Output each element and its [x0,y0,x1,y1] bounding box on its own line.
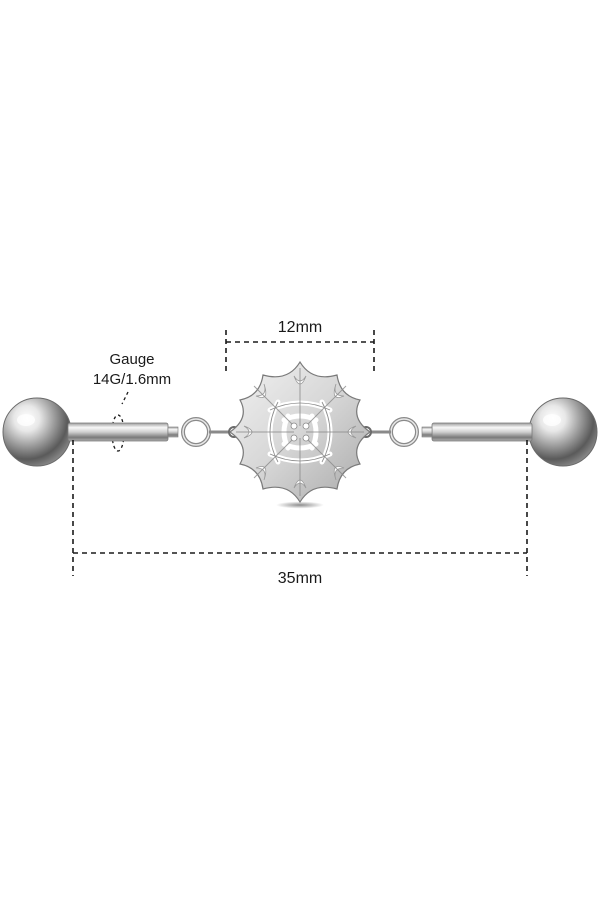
width-dimension: 12mm [225,319,375,372]
width-dimension-label: 12mm [278,319,322,336]
left-bar [67,422,179,442]
gauge-title: Gauge [109,351,154,368]
right-ball [528,397,598,467]
spider-web-charm [228,360,372,509]
left-ball [2,397,72,467]
gauge-value: 14G/1.6mm [93,371,171,388]
length-dimension-label: 35mm [278,570,322,587]
spider-web-icon [228,360,372,504]
gauge-annotation: Gauge 14G/1.6mm [93,351,171,452]
length-dimension: 35mm [72,440,528,587]
right-bar [421,422,533,442]
